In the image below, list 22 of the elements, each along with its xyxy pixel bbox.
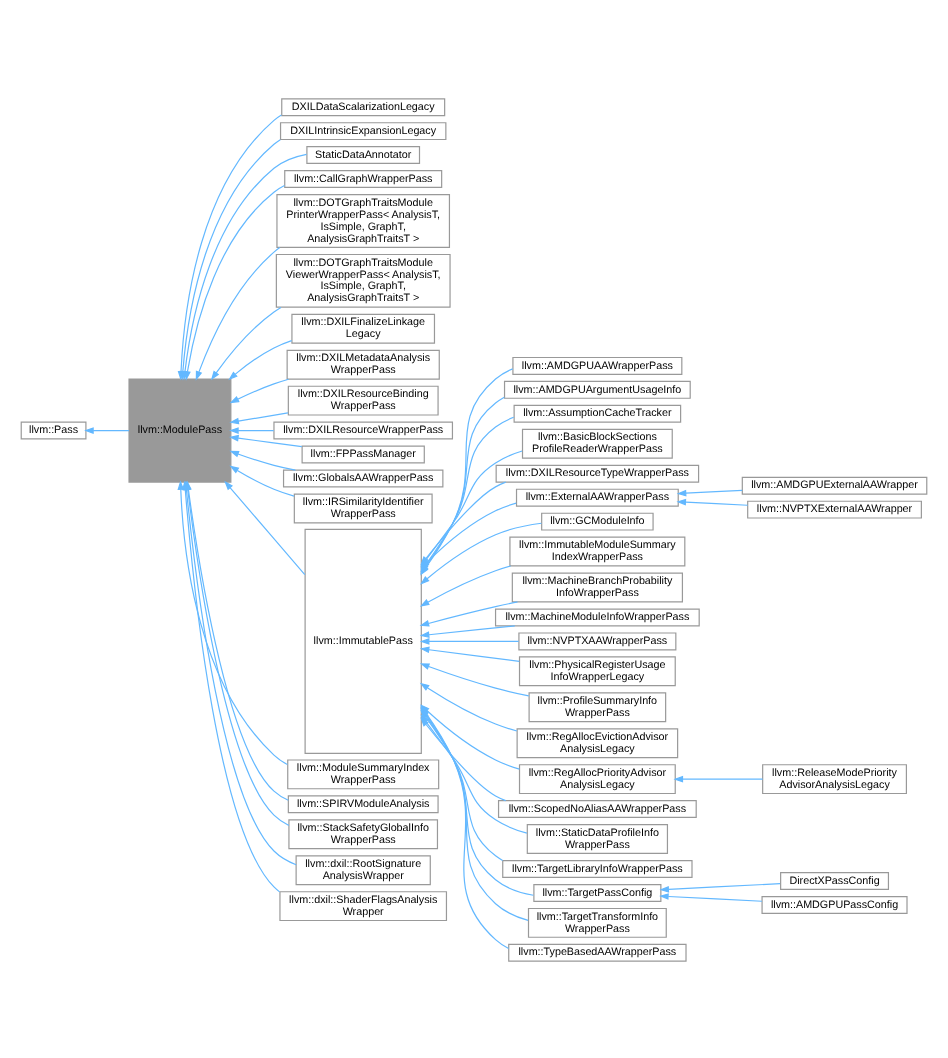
arrow — [229, 464, 295, 496]
arrow — [229, 411, 289, 424]
arrow — [659, 882, 781, 892]
arrow — [419, 600, 519, 626]
arrow — [673, 774, 764, 782]
arrow — [210, 305, 282, 380]
arrow — [419, 637, 520, 644]
arrow — [676, 488, 743, 496]
arrow — [195, 245, 281, 380]
arrow — [224, 479, 306, 575]
arrow — [419, 645, 520, 661]
arrow — [419, 662, 530, 696]
arrow — [659, 892, 763, 901]
arrow — [228, 339, 293, 380]
arrow — [419, 624, 516, 638]
arrow — [229, 377, 290, 403]
arrow — [229, 426, 275, 433]
arrow — [184, 183, 286, 380]
arrow — [229, 433, 303, 447]
arrow — [676, 497, 749, 505]
arrow — [84, 426, 130, 433]
arrow — [229, 449, 296, 470]
